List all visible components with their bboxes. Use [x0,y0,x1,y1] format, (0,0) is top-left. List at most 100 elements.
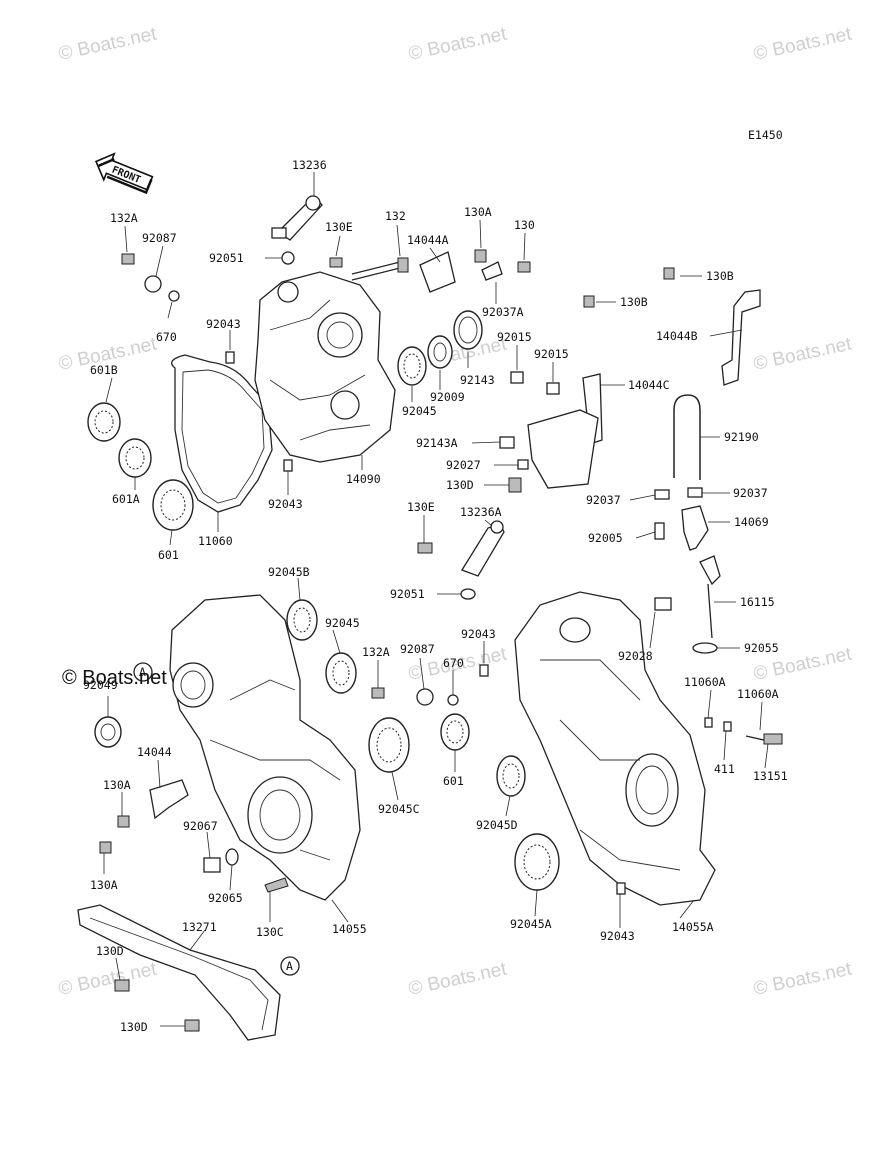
leader [169,529,173,546]
part-labels: 13236 132A 92087 92051 130E 132 14044A 1… [83,158,788,1034]
bolt-130A-top [474,249,487,263]
part-label: 132A [110,211,138,225]
part-label: 130 [514,218,535,232]
bracket-plate [527,409,599,489]
part-label: 92043 [600,929,635,943]
dowel-92043-a [225,351,235,364]
bushing-92143A [499,436,515,449]
part-label: 92043 [268,497,303,511]
part-label: 601B [90,363,118,377]
cover-13271 [77,904,281,1041]
washer-92065 [225,848,239,866]
bearing-92045-top [397,346,427,386]
seal-92049-inner [100,723,116,741]
bolt-132-head [397,257,409,273]
bearing-92045D [496,755,526,797]
lower-right-case-group [496,591,783,906]
case-14055-bore [247,776,313,854]
part-label: 92065 [208,891,243,905]
part-label: 92045D [476,818,518,832]
leader [206,831,211,859]
leader [167,301,173,319]
case-bore-inner [326,321,354,349]
part-label: 130D [96,944,124,958]
leader [534,889,538,917]
part-label: 130C [256,925,284,939]
bearing-601-top-balls [160,489,186,521]
part-label: 130D [446,478,474,492]
part-label: 92037 [733,486,768,500]
bearing-601-mid [440,713,470,751]
leader [297,577,301,601]
breather-group [499,267,761,654]
part-label: 130A [90,878,118,892]
bearing-601-top [152,479,194,531]
oring-670-mid [447,694,459,706]
bracket-14044 [149,779,189,820]
case-14055-bore-inner [259,789,301,841]
part-label: 92055 [744,641,779,655]
case-14055-rib [209,679,341,861]
leader [759,701,763,731]
bolt-130D-a [114,979,130,992]
part-label: 11060A [684,675,726,689]
part-label: 92087 [400,642,435,656]
callout-a-circle [133,662,153,682]
part-label: 14069 [734,515,769,529]
watermark: © Boats.net [407,959,509,1000]
hose-92190-inner [673,394,701,480]
watermark: © Boats.net [752,24,854,65]
bolt-130D-top [508,477,522,493]
pipe-92028 [654,597,672,611]
part-label: 130A [103,778,131,792]
part-label: 130B [620,295,648,309]
case-bore [317,312,363,358]
leader [419,657,425,690]
part-label: 92037A [482,305,524,319]
gasket-inner [181,369,265,504]
front-arrow-icon: FRONT [94,152,154,195]
dowel-92043-b [283,459,293,472]
part-label: 92015 [534,347,569,361]
part-label: 13151 [753,769,788,783]
shift-arm-clamp [271,227,287,239]
bearing-92045B [286,599,318,641]
case-lower-bore [330,390,360,420]
part-label: 13236 [292,158,327,172]
part-label: 92045B [268,565,310,579]
nut-92015-b [546,382,560,395]
dipstick-rod [707,583,713,639]
part-label: 13236A [460,505,502,519]
hose-92190 [673,394,701,480]
part-label: 92005 [588,531,623,545]
case-boss [277,281,299,303]
breather-14069 [681,505,709,551]
part-label: 16115 [740,595,775,609]
fitting-92005 [654,522,665,540]
switch-13151 [763,733,783,745]
part-label: 130B [706,269,734,283]
bolt-130B-b [583,295,595,308]
watermark: © Boats.net [57,959,159,1000]
part-label: 92027 [446,458,481,472]
diagram-code: E1450 [748,128,783,142]
oil-seal-92143 [453,310,483,350]
leader [707,689,712,719]
part-label: 92015 [497,330,532,344]
leader [391,771,399,801]
case-14055A-boss [559,617,591,643]
part-label: 14044 [137,745,172,759]
nut-92015-a [510,371,524,384]
part-label: 132 [385,209,406,223]
lower-left-case-group: A A [77,520,505,1041]
bearing-92045A-balls [523,844,551,880]
part-label: 92087 [142,231,177,245]
bolt-130E-top [329,257,343,268]
bearing-601A-balls [125,446,145,470]
leader [479,219,482,249]
leader [635,531,656,539]
switch-13151-body [745,735,765,741]
washer-92051-mid [460,588,476,600]
case-14055A-bore [625,753,679,827]
